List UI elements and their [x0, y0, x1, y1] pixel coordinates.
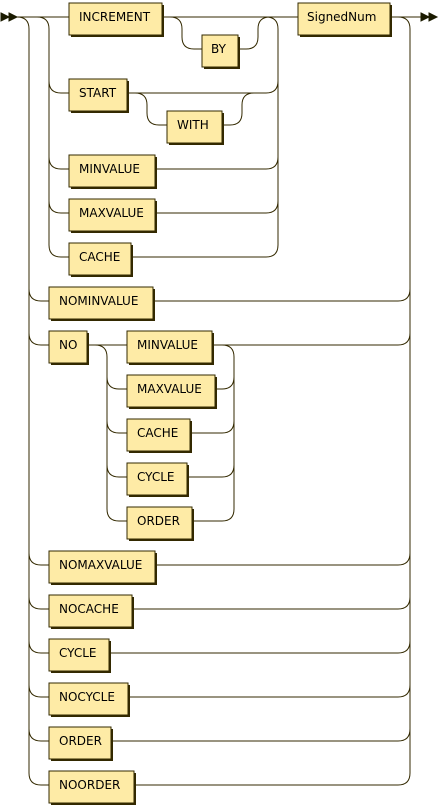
terminal-increment: INCREMENT [68, 2, 164, 37]
terminal-label: MINVALUE [137, 338, 198, 352]
terminal-nocycle: NOCYCLE [48, 682, 130, 717]
terminal-label: NOCYCLE [59, 690, 115, 704]
terminal-cycle: CYCLE [48, 638, 111, 673]
terminal-label: MAXVALUE [137, 382, 202, 396]
terminal-label: NOMINVALUE [59, 294, 138, 308]
end-marker [420, 12, 439, 22]
terminal-order: ORDER [48, 726, 113, 761]
terminal-label: CACHE [137, 426, 178, 440]
terminal-label: CACHE [79, 250, 120, 264]
terminal-no-cache: CACHE [126, 418, 192, 453]
terminal-start: START [68, 78, 129, 113]
terminal-label: MAXVALUE [79, 206, 144, 220]
terminal-label: BY [211, 42, 227, 56]
terminal-no-maxvalue: MAXVALUE [126, 374, 217, 409]
terminal-noorder: NOORDER [48, 770, 136, 805]
terminal-by: BY [201, 34, 240, 69]
terminal-cache: CACHE [68, 242, 133, 277]
terminal-with: WITH [166, 110, 224, 145]
terminal-label: NOORDER [59, 778, 120, 792]
terminal-label: INCREMENT [79, 10, 151, 24]
terminal-label: NO [59, 338, 77, 352]
terminal-no-order: ORDER [126, 506, 194, 541]
terminal-maxvalue: MAXVALUE [68, 198, 157, 233]
terminal-signednum: SignedNum [297, 2, 392, 37]
terminal-label: NOCACHE [59, 602, 119, 616]
terminal-nominvalue: NOMINVALUE [48, 286, 155, 321]
start-marker [0, 12, 19, 22]
terminal-label: WITH [177, 118, 209, 132]
terminal-minvalue: MINVALUE [68, 154, 157, 189]
terminal-label: MINVALUE [79, 162, 140, 176]
terminal-no-minvalue: MINVALUE [126, 330, 214, 365]
terminal-label: ORDER [59, 734, 102, 748]
terminal-label: START [79, 86, 117, 100]
terminal-label: CYCLE [137, 470, 175, 484]
terminal-no-cycle: CYCLE [126, 462, 189, 497]
connector-lines [16, 16, 421, 786]
terminal-no: NO [48, 330, 89, 365]
terminal-label: ORDER [137, 514, 180, 528]
terminal-label: CYCLE [59, 646, 97, 660]
terminal-nomaxvalue: NOMAXVALUE [48, 550, 157, 585]
terminal-label: SignedNum [307, 10, 376, 24]
terminal-label: NOMAXVALUE [59, 558, 142, 572]
terminal-nocache: NOCACHE [48, 594, 134, 629]
